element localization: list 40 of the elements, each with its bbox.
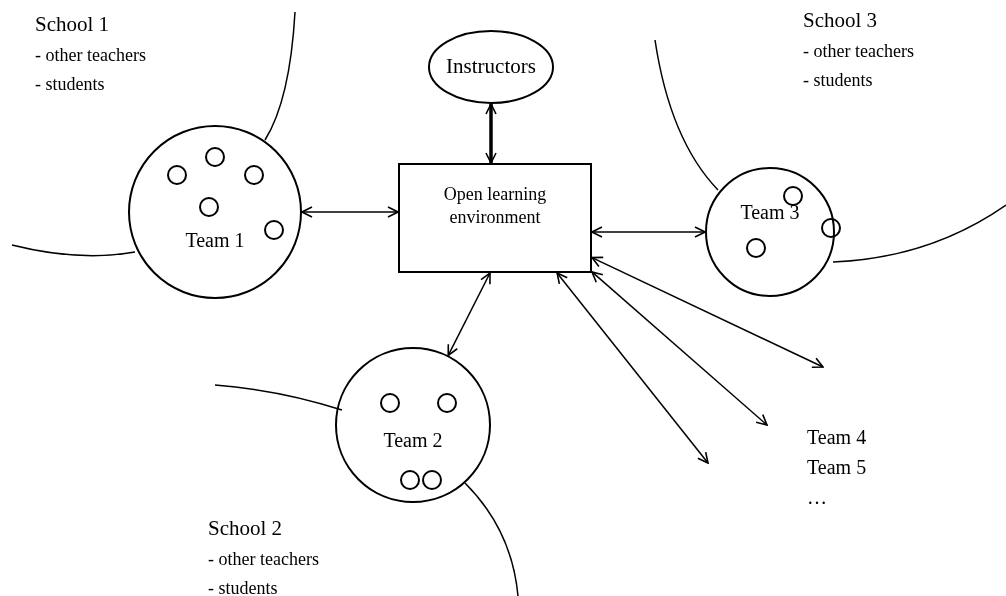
member-circle <box>422 470 442 490</box>
school-name: School 2 <box>208 518 283 539</box>
member-circle <box>167 165 187 185</box>
node-label: Team 3 <box>739 202 801 222</box>
member-circle <box>437 393 457 413</box>
double-arrow <box>301 206 399 218</box>
school-member-item: - other teachers <box>208 550 319 568</box>
member-circle <box>783 186 803 206</box>
double-arrow <box>485 103 497 164</box>
node-label: Team 2 <box>382 430 444 450</box>
member-circle <box>380 393 400 413</box>
double-arrow <box>591 271 768 426</box>
box-label: Open learning environment <box>443 183 547 228</box>
node-label: Instructors <box>445 56 537 77</box>
member-circle <box>400 470 420 490</box>
member-circle <box>746 238 766 258</box>
double-arrow <box>591 256 824 369</box>
team-circle <box>128 125 302 299</box>
school-member-item: - other teachers <box>35 46 146 64</box>
team-circle <box>335 347 491 503</box>
member-circle <box>199 197 219 217</box>
double-arrow <box>591 226 706 238</box>
double-arrow <box>556 272 709 464</box>
school-member-item: - students <box>803 71 873 89</box>
double-arrow <box>447 272 491 357</box>
ellipse-node <box>428 30 554 104</box>
school-name: School 1 <box>35 14 110 35</box>
school-member-item: - students <box>35 75 105 93</box>
school-name: School 3 <box>803 10 878 31</box>
team-list-label: … <box>807 487 827 507</box>
member-circle <box>244 165 264 185</box>
school-member-item: - other teachers <box>803 42 914 60</box>
process-box <box>398 163 592 273</box>
team-list-label: Team 4 <box>807 427 867 447</box>
member-circle <box>205 147 225 167</box>
member-circle <box>264 220 284 240</box>
school-member-item: - students <box>208 579 278 596</box>
member-circle <box>821 218 841 238</box>
node-label: Team 1 <box>184 230 246 250</box>
team-list-label: Team 5 <box>807 457 867 477</box>
